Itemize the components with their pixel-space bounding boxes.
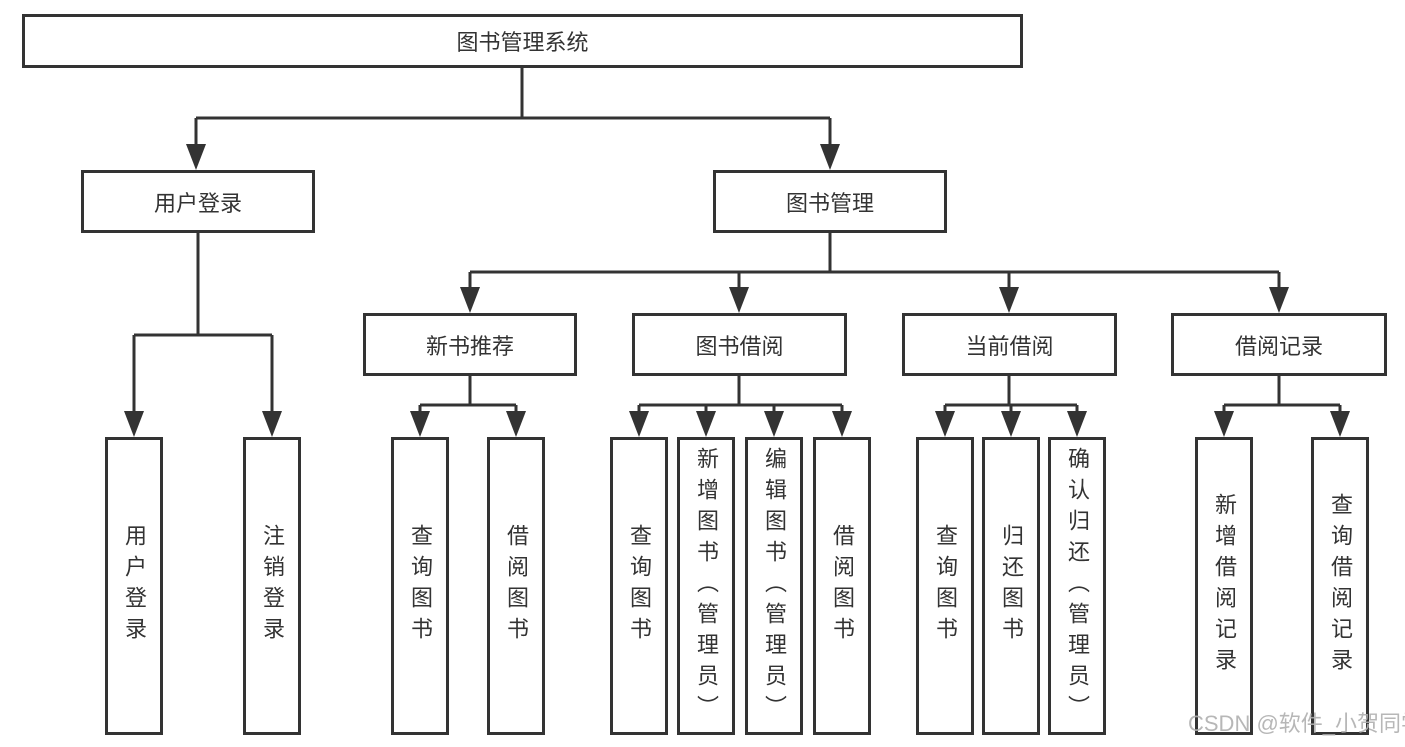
arrowhead-icon [820, 144, 840, 170]
node-label: 新增借阅记录 [1212, 493, 1237, 679]
leaf-user-login: 用户登录 [105, 437, 163, 735]
node-label: 借阅记录 [1234, 333, 1323, 359]
arrowhead-icon [506, 411, 526, 437]
leaf-query-books-borrowing: 查询图书 [610, 437, 668, 735]
arrowhead-icon [1067, 411, 1087, 437]
node-label: 确认归还（管理员） [1065, 446, 1090, 726]
node-label: 借阅图书 [830, 524, 855, 648]
node-label: 查询图书 [627, 524, 652, 648]
arrowhead-icon [1001, 411, 1021, 437]
arrowhead-icon [124, 411, 144, 437]
leaf-logout: 注销登录 [243, 437, 301, 735]
leaf-return-books: 归还图书 [982, 437, 1040, 735]
arrowhead-icon [696, 411, 716, 437]
arrowhead-icon [1214, 411, 1234, 437]
arrowhead-icon [935, 411, 955, 437]
arrowhead-icon [764, 411, 784, 437]
node-current-borrowing: 当前借阅 [902, 313, 1117, 376]
node-label: 借阅图书 [504, 524, 529, 648]
node-book-management: 图书管理 [713, 170, 947, 233]
node-label: 新书推荐 [425, 333, 514, 359]
node-label: 新增图书（管理员） [694, 446, 719, 726]
node-label: 编辑图书（管理员） [762, 446, 787, 726]
leaf-query-books-current: 查询图书 [916, 437, 974, 735]
leaf-borrow-books-borrowing: 借阅图书 [813, 437, 871, 735]
node-label: 注销登录 [260, 524, 285, 648]
arrowhead-icon [629, 411, 649, 437]
arrowhead-icon [1269, 287, 1289, 313]
arrowhead-icon [460, 287, 480, 313]
node-new-book-recommendation: 新书推荐 [363, 313, 577, 376]
csdn-watermark: CSDN @软件_小贺同学 [1188, 711, 1405, 736]
arrowhead-icon [729, 287, 749, 313]
leaf-query-books-recommend: 查询图书 [391, 437, 449, 735]
leaf-query-borrow-record: 查询借阅记录 [1311, 437, 1369, 735]
leaf-confirm-return-admin: 确认归还（管理员） [1048, 437, 1106, 735]
node-book-borrowing: 图书借阅 [632, 313, 847, 376]
node-label: 用户登录 [122, 524, 147, 648]
arrowhead-icon [410, 411, 430, 437]
node-borrowing-records: 借阅记录 [1171, 313, 1387, 376]
node-label: 当前借阅 [965, 333, 1054, 359]
node-label: 查询图书 [933, 524, 958, 648]
node-library-management-system: 图书管理系统 [22, 14, 1023, 68]
connector-book-borrowing-subtree [637, 376, 844, 412]
node-label: 图书借阅 [695, 333, 784, 359]
arrowhead-icon [1330, 411, 1350, 437]
connector-book-management-subtree [468, 233, 1281, 288]
arrowhead-icon [832, 411, 852, 437]
leaf-add-borrow-record: 新增借阅记录 [1195, 437, 1253, 735]
node-user-login: 用户登录 [81, 170, 315, 233]
connector-new-book-subtree [418, 376, 518, 412]
node-label: 归还图书 [999, 524, 1024, 648]
connector-root-to-level2 [194, 68, 832, 145]
connector-borrowing-records-subtree [1222, 376, 1342, 412]
node-label: 图书管理 [785, 190, 874, 216]
leaf-borrow-books-recommend: 借阅图书 [487, 437, 545, 735]
arrowhead-icon [186, 144, 206, 170]
node-label: 图书管理系统 [456, 30, 589, 55]
node-label: 查询图书 [408, 524, 433, 648]
leaf-edit-book-admin: 编辑图书（管理员） [745, 437, 803, 735]
leaf-add-book-admin: 新增图书（管理员） [677, 437, 735, 735]
connector-user-login-subtree [132, 233, 274, 412]
node-label: 用户登录 [153, 190, 242, 216]
arrowhead-icon [999, 287, 1019, 313]
node-label: 查询借阅记录 [1328, 493, 1353, 679]
arrowhead-icon [262, 411, 282, 437]
connector-current-borrowing-subtree [943, 376, 1079, 412]
